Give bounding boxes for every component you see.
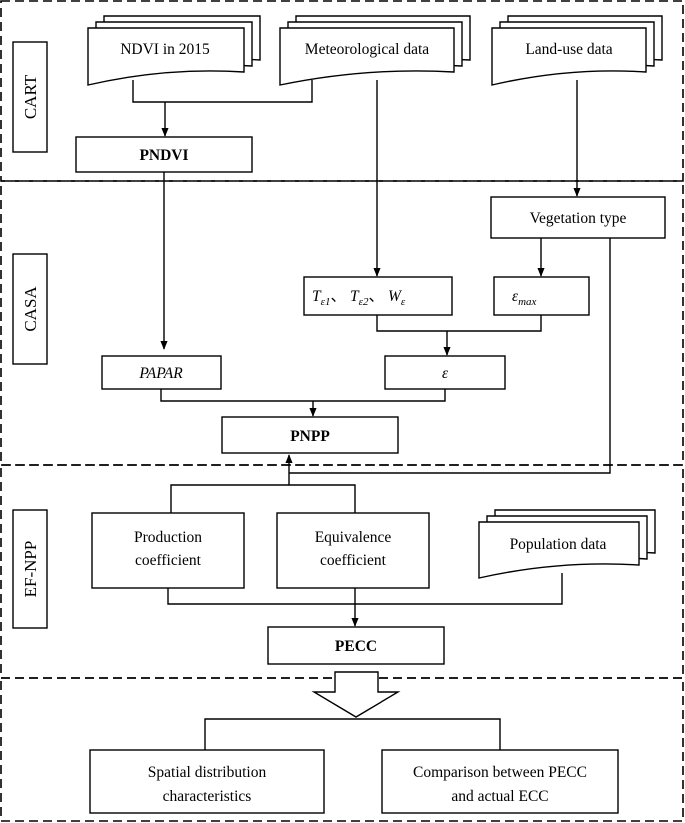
svg-text:EF-NPP: EF-NPP [21,541,40,598]
svg-text:Spatial distribution: Spatial distribution [148,764,267,781]
papar-box: PAPAR [101,355,222,390]
svg-text:Production: Production [134,529,202,546]
pndvi-box: PNDVI [75,136,253,173]
papar-epsilon-connector [160,389,446,402]
pecc-box: PECC [267,626,445,665]
vegetation-type-box: Vegetation type [490,196,666,239]
svg-text:εmax: εmax [512,288,537,308]
svg-text:coefficient: coefficient [135,552,202,569]
ndvi-connector [132,80,313,103]
svg-text:Land-use data: Land-use data [525,41,612,58]
cart-label: CART [12,41,48,153]
casa-label: CASA [12,253,48,365]
svg-text:Population data: Population data [510,536,607,553]
svg-text:Tε1、Tε2、Wε: Tε1、Tε2、Wε [312,288,406,308]
meteorological-document: Meteorological data [279,15,471,86]
cart-section-frame [0,0,684,182]
vegetation-to-pnpp-connector [289,238,611,474]
svg-text:CART: CART [21,74,40,119]
svg-text:characteristics: characteristics [163,788,252,805]
equivalence-coefficient-box: Equivalence coefficient [276,512,430,589]
pnpp-box: PNPP [221,416,399,454]
efnpp-label: EF-NPP [12,509,48,629]
epsilon-box: ε [384,355,506,390]
svg-text:Comparison between PECC: Comparison between PECC [413,764,587,781]
inputs-to-pecc-connector [167,573,563,605]
svg-text:ε: ε [442,365,449,382]
svg-text:coefficient: coefficient [320,552,387,569]
svg-text:NDVI in 2015: NDVI in 2015 [120,41,210,58]
ndvi-document: NDVI in 2015 [87,15,261,86]
svg-text:PECC: PECC [335,638,377,655]
svg-text:Meteorological data: Meteorological data [305,41,429,58]
svg-text:Equivalence: Equivalence [315,529,392,546]
block-arrow-down [311,671,401,718]
svg-text:Vegetation type: Vegetation type [530,210,627,227]
landuse-document: Land-use data [491,15,663,86]
svg-text:and actual ECC: and actual ECC [451,788,548,805]
spatial-distribution-box: Spatial distribution characteristics [89,749,325,814]
emax-box: εmax [493,276,590,316]
svg-text:PNPP: PNPP [290,428,330,445]
results-connector [204,718,501,750]
production-coefficient-box: Production coefficient [91,512,245,589]
svg-text:PAPAR: PAPAR [138,365,183,382]
svg-text:CASA: CASA [21,286,40,332]
population-document: Population data [478,509,656,579]
params-to-epsilon-connector [376,315,542,332]
svg-text:PNDVI: PNDVI [139,147,188,164]
coefficients-connector [170,484,356,513]
temperature-water-stress-box: Tε1、Tε2、Wε [303,276,453,316]
comparison-box: Comparison between PECC and actual ECC [381,749,619,814]
